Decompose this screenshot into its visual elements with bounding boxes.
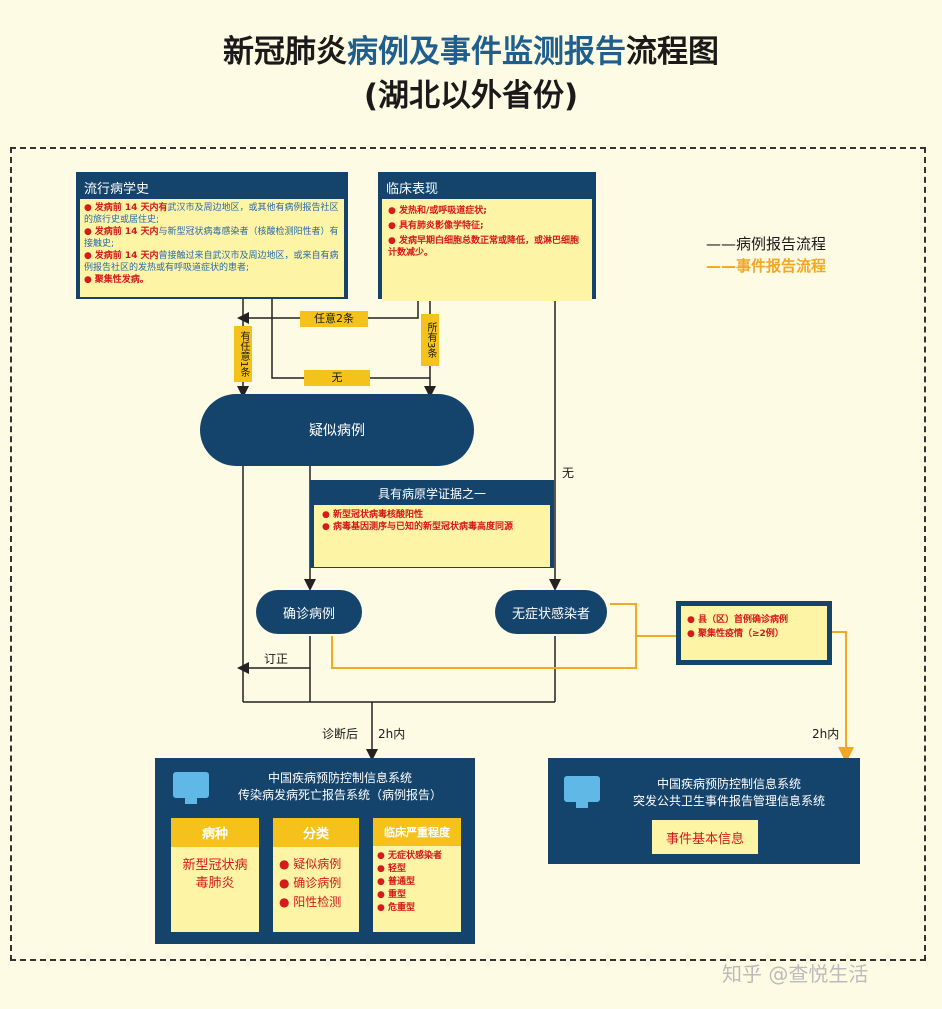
evidence-box: 具有病原学证据之一 ● 新型冠状病毒核酸阳性 ● 病毒基因测序与已知的新型冠状病… bbox=[310, 480, 554, 568]
col-severity-header: 临床严重程度 bbox=[373, 818, 461, 846]
tag-any-2: 任意2条 bbox=[300, 311, 368, 327]
clinical-list: ● 发热和/或呼吸道症状; ● 具有肺炎影像学特征; ● 发病早期白细胞总数正常… bbox=[382, 199, 592, 301]
page-subtitle: (湖北以外省份) bbox=[363, 78, 579, 114]
event-item: ● 县（区）首例确诊病例 bbox=[687, 615, 789, 625]
tag-all-3: 所有3条 bbox=[421, 314, 439, 366]
case-report-system: 中国疾病预防控制信息系统 传染病发病死亡报告系统（病例报告） 病种 新型冠状病毒… bbox=[155, 758, 475, 944]
monitor-stand bbox=[185, 798, 197, 804]
epi-item: ● 发病前 14 天内曾接触过来自武汉市及周边地区，或来自有病例报告社区的发热或… bbox=[84, 251, 339, 273]
severity-item: 轻型 bbox=[377, 863, 457, 876]
case-system-line1: 中国疾病预防控制信息系统 bbox=[267, 771, 412, 785]
title-highlight: 病例及事件监测报告 bbox=[347, 34, 626, 70]
severity-item: 无症状感染者 bbox=[377, 850, 457, 863]
clinical-box: 临床表现 ● 发热和/或呼吸道症状; ● 具有肺炎影像学特征; ● 发病早期白细… bbox=[378, 172, 596, 301]
col-severity-list: 无症状感染者 轻型 普通型 重型 危重型 bbox=[373, 846, 461, 919]
label-after-diagnosis: 诊断后 bbox=[322, 727, 359, 741]
epi-history-box: 流行病学史 ● 发病前 14 天内有武汉市及周边地区，或其他有病例报告社区的旅行… bbox=[76, 172, 348, 299]
epi-item: ● 聚集性发病。 bbox=[84, 275, 149, 285]
event-item: ● 聚集性疫情（≥2例） bbox=[687, 629, 784, 639]
monitor-stand bbox=[576, 802, 588, 808]
col-classification-list: 疑似病例 确诊病例 阳性检测 bbox=[273, 847, 359, 920]
epi-item: ● 发病前 14 天内与新型冠状病毒感染者（核酸检测阳性者）有接触史; bbox=[84, 227, 339, 249]
diagram-frame bbox=[10, 147, 926, 961]
clinical-item: ● 发热和/或呼吸道症状; bbox=[388, 206, 487, 216]
asymptomatic-node: 无症状感染者 bbox=[495, 590, 607, 634]
suspect-case-node: 疑似病例 bbox=[200, 394, 474, 466]
monitor-icon bbox=[564, 776, 600, 802]
col-severity: 临床严重程度 无症状感染者 轻型 普通型 重型 危重型 bbox=[373, 818, 461, 932]
col-disease: 病种 新型冠状病毒肺炎 bbox=[171, 818, 259, 932]
classification-item: 疑似病例 bbox=[279, 855, 353, 874]
event-criteria-box: ● 县（区）首例确诊病例 ● 聚集性疫情（≥2例） bbox=[676, 601, 832, 665]
event-system-line2: 突发公共卫生事件报告管理信息系统 bbox=[632, 794, 825, 808]
event-criteria-list: ● 县（区）首例确诊病例 ● 聚集性疫情（≥2例） bbox=[681, 606, 827, 660]
clinical-item: ● 发病早期白细胞总数正常或降低，或淋巴细胞计数减少。 bbox=[388, 236, 580, 258]
evidence-item: ● 病毒基因测序与已知的新型冠状病毒高度同源 bbox=[322, 522, 514, 532]
epi-item: ● 发病前 14 天内有武汉市及周边地区，或其他有病例报告社区的旅行史或居住史; bbox=[84, 203, 339, 225]
label-revise: 订正 bbox=[264, 652, 289, 666]
epi-history-header: 流行病学史 bbox=[84, 182, 150, 197]
title-part: 流程图 bbox=[626, 34, 719, 70]
event-report-system: 中国疾病预防控制信息系统 突发公共卫生事件报告管理信息系统 事件基本信息 bbox=[548, 758, 860, 864]
case-system-line2: 传染病发病死亡报告系统（病例报告） bbox=[237, 788, 442, 802]
tag-any-1: 有任意1条 bbox=[234, 326, 252, 382]
col-classification: 分类 疑似病例 确诊病例 阳性检测 bbox=[273, 818, 359, 932]
severity-item: 危重型 bbox=[377, 902, 457, 915]
clinical-item: ● 具有肺炎影像学特征; bbox=[388, 221, 484, 231]
severity-item: 重型 bbox=[377, 889, 457, 902]
monitor-icon bbox=[173, 772, 209, 798]
clinical-header: 临床表现 bbox=[386, 182, 439, 197]
evidence-list: ● 新型冠状病毒核酸阳性 ● 病毒基因测序与已知的新型冠状病毒高度同源 bbox=[314, 505, 550, 567]
watermark: 知乎 @查悦生活 bbox=[722, 962, 869, 986]
classification-item: 确诊病例 bbox=[279, 874, 353, 893]
event-basic-info-tag: 事件基本信息 bbox=[652, 820, 758, 854]
evidence-item: ● 新型冠状病毒核酸阳性 bbox=[322, 510, 424, 520]
severity-item: 普通型 bbox=[377, 876, 457, 889]
case-system-title: 中国疾病预防控制信息系统 传染病发病死亡报告系统（病例报告） bbox=[215, 770, 465, 804]
evidence-header: 具有病原学证据之一 bbox=[377, 487, 486, 501]
col-disease-body: 新型冠状病毒肺炎 bbox=[182, 858, 248, 891]
title-part: 新冠肺炎 bbox=[223, 34, 347, 70]
event-system-line1: 中国疾病预防控制信息系统 bbox=[656, 777, 801, 791]
label-2h-right: 2h内 bbox=[812, 727, 840, 741]
classification-item: 阳性检测 bbox=[279, 893, 353, 912]
epi-history-list: ● 发病前 14 天内有武汉市及周边地区，或其他有病例报告社区的旅行史或居住史;… bbox=[80, 199, 344, 297]
legend-case: ——病例报告流程 bbox=[706, 235, 827, 253]
label-2h-left: 2h内 bbox=[378, 727, 406, 741]
tag-none-mid: 无 bbox=[304, 370, 370, 386]
event-system-title: 中国疾病预防控制信息系统 突发公共卫生事件报告管理信息系统 bbox=[606, 776, 852, 810]
col-disease-header: 病种 bbox=[171, 818, 259, 847]
legend-event: ——事件报告流程 bbox=[706, 257, 827, 275]
page-title: 新冠肺炎病例及事件监测报告流程图 bbox=[0, 32, 942, 72]
label-none-right: 无 bbox=[562, 466, 575, 480]
col-classification-header: 分类 bbox=[273, 818, 359, 847]
confirmed-case-node: 确诊病例 bbox=[256, 590, 362, 634]
